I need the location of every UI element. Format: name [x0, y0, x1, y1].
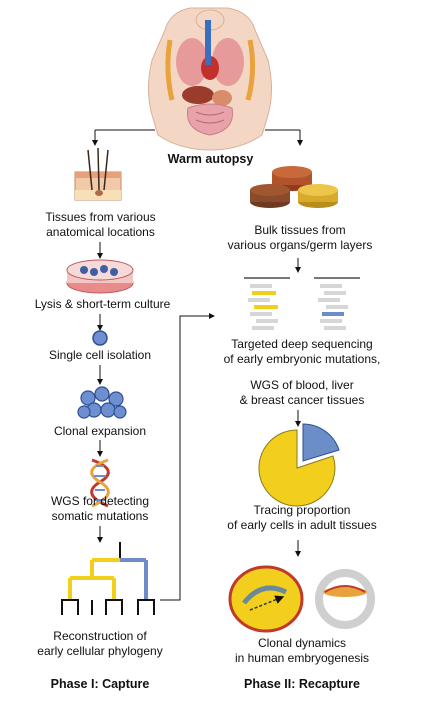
left-step-single-cell: Single cell isolation [48, 348, 152, 362]
warm-autopsy-title: Warm autopsy [167, 152, 254, 166]
left-step-wgs: WGS for detecting somatic mutations [50, 494, 150, 523]
phylogeny-tree [61, 542, 155, 615]
skin-tissue-icon [74, 147, 122, 201]
embryo-illustration [228, 565, 375, 633]
right-step-wgs-tissues: WGS of blood, liver & breast cancer tiss… [239, 378, 365, 407]
dna-helix-icon [90, 458, 110, 508]
left-step-lysis: Lysis & short-term culture [34, 297, 171, 311]
bulk-tissues-icon [250, 166, 338, 208]
petri-dish-icon [66, 259, 134, 294]
proportion-pie-icon [258, 423, 340, 507]
right-step-bulk: Bulk tissues from various organs/germ la… [227, 223, 373, 252]
clone-cluster-icon [77, 386, 127, 419]
sequencing-reads-icon [244, 277, 360, 330]
left-step-clonal-expansion: Clonal expansion [53, 424, 147, 438]
left-step-phylogeny: Reconstruction of early cellular phyloge… [37, 629, 163, 658]
single-cell-icon [92, 330, 108, 346]
phase-connector-arrow [160, 313, 215, 601]
phase-two-label: Phase II: Recapture [243, 677, 360, 691]
right-step-targeted: Targeted deep sequencing of early embryo… [223, 337, 381, 366]
right-step-tracing: Tracing proportion of early cells in adu… [227, 503, 377, 532]
torso-illustration [148, 7, 272, 151]
right-step-clonal-dynamics: Clonal dynamics in human embryogenesis [234, 636, 370, 665]
left-step-tissues: Tissues from various anatomical location… [45, 210, 156, 239]
top-branch-arrows [92, 129, 303, 146]
phase-one-label: Phase I: Capture [50, 677, 150, 691]
